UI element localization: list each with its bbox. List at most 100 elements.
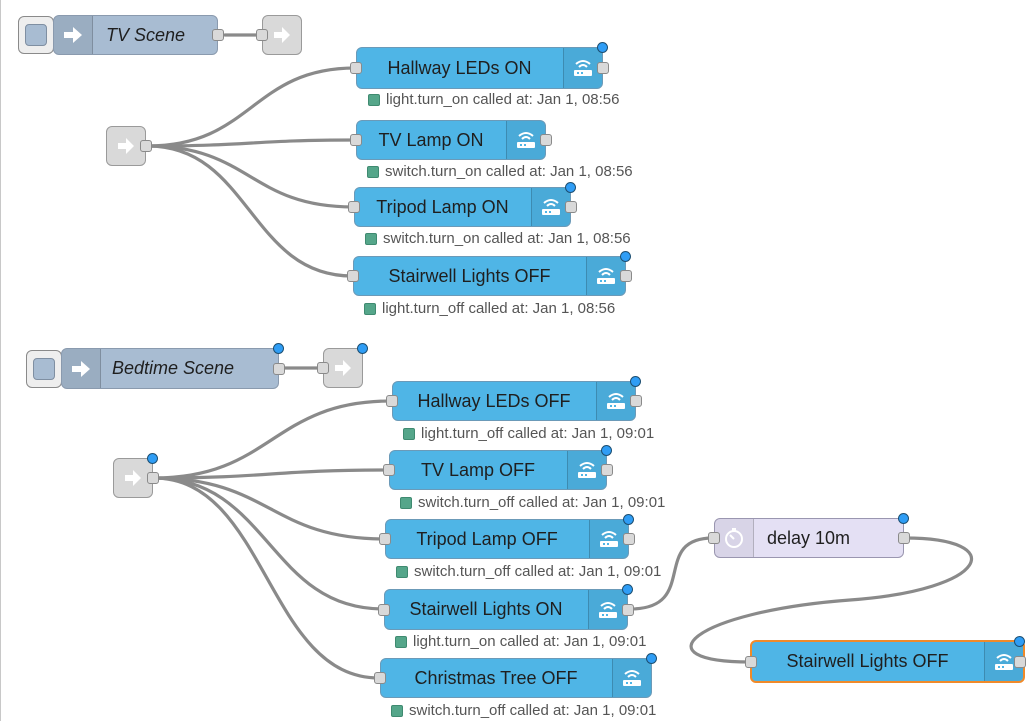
wire	[152, 476, 387, 541]
output-port[interactable]	[140, 140, 152, 152]
input-port[interactable]	[379, 533, 391, 545]
wire	[152, 476, 381, 680]
node-label: Tripod Lamp OFF	[416, 528, 558, 549]
input-port[interactable]	[348, 201, 360, 213]
ha-service-node[interactable]: Hallway LEDs ON	[350, 42, 609, 89]
output-port[interactable]	[623, 533, 635, 545]
status-text: switch.turn_off called at: Jan 1, 09:01	[409, 702, 657, 719]
status-dot	[601, 445, 612, 456]
node-label: Hallway LEDs OFF	[417, 390, 571, 411]
router-wifi-icon	[567, 451, 606, 489]
link-out-node[interactable]	[113, 453, 159, 498]
status-text: light.turn_off called at: Jan 1, 09:01	[421, 425, 655, 442]
ha-service-node[interactable]: Stairwell Lights OFF	[347, 251, 632, 296]
status-square	[365, 232, 377, 245]
input-port[interactable]	[745, 655, 757, 668]
timer-icon	[715, 519, 754, 557]
output-port[interactable]	[622, 603, 634, 616]
inject-button[interactable]	[26, 350, 62, 388]
inject-button-face[interactable]	[25, 24, 47, 46]
output-port[interactable]	[273, 362, 285, 375]
status-dot	[147, 453, 158, 464]
input-port[interactable]	[317, 362, 329, 374]
node-label: TV Lamp ON	[378, 129, 484, 150]
output-port[interactable]	[212, 29, 224, 41]
output-port[interactable]	[601, 464, 613, 476]
status-square	[364, 302, 376, 315]
delay-label: delay 10m	[767, 527, 851, 548]
bedtime-scene-node[interactable]: Bedtime Scene	[61, 343, 285, 389]
canvas-edge	[0, 0, 1, 721]
status-dot	[597, 42, 608, 53]
input-port[interactable]	[383, 464, 395, 476]
link-in-node[interactable]	[317, 343, 368, 388]
status-square	[368, 93, 380, 106]
link-out-arrow-icon	[114, 459, 152, 497]
router-wifi-icon	[612, 659, 651, 697]
ha-service-node-selected[interactable]: Stairwell Lights OFF	[745, 636, 1026, 683]
tv-scene-label: TV Scene	[106, 24, 186, 45]
tv-scene-node[interactable]: TV Scene	[53, 15, 224, 55]
ha-service-node[interactable]: TV Lamp ON	[350, 120, 552, 160]
link-out-arrow-icon	[62, 349, 101, 388]
output-port[interactable]	[620, 270, 632, 282]
node-label: Tripod Lamp ON	[376, 196, 509, 217]
status-square	[391, 704, 403, 717]
ha-service-node[interactable]: Stairwell Lights ON	[378, 584, 634, 630]
status-dot	[1014, 636, 1025, 647]
input-port[interactable]	[256, 29, 268, 41]
ha-service-node[interactable]: Christmas Tree OFF	[374, 653, 657, 698]
input-port[interactable]	[708, 532, 720, 544]
status-text: light.turn_on called at: Jan 1, 09:01	[413, 633, 647, 650]
status-dot	[623, 514, 634, 525]
input-port[interactable]	[350, 134, 362, 146]
node-status: switch.turn_off called at: Jan 1, 09:01	[400, 494, 665, 511]
input-port[interactable]	[347, 270, 359, 282]
status-dot	[273, 343, 284, 354]
status-text: switch.turn_on called at: Jan 1, 08:56	[383, 230, 631, 247]
output-port[interactable]	[540, 134, 552, 146]
delay-node[interactable]: delay 10m	[708, 513, 910, 558]
node-label: Stairwell Lights ON	[409, 599, 563, 619]
link-out-node[interactable]	[106, 126, 152, 166]
router-wifi-icon	[588, 590, 627, 629]
output-port[interactable]	[630, 395, 642, 407]
status-dot	[898, 513, 909, 524]
output-port[interactable]	[1014, 655, 1026, 668]
input-port[interactable]	[374, 672, 386, 684]
status-text: switch.turn_on called at: Jan 1, 08:56	[385, 163, 633, 180]
node-status: light.turn_on called at: Jan 1, 09:01	[395, 633, 647, 650]
status-text: switch.turn_off called at: Jan 1, 09:01	[414, 563, 662, 580]
input-port[interactable]	[378, 603, 390, 616]
bedtime-scene-label: Bedtime Scene	[112, 358, 235, 378]
node-status: switch.turn_on called at: Jan 1, 08:56	[365, 230, 631, 247]
status-dot	[357, 343, 368, 354]
status-square	[403, 427, 415, 440]
link-in-arrow-icon	[324, 349, 362, 387]
ha-service-node[interactable]: Hallway LEDs OFF	[386, 376, 642, 421]
node-label: TV Lamp OFF	[420, 459, 536, 480]
node-status: light.turn_off called at: Jan 1, 08:56	[364, 300, 615, 317]
output-port[interactable]	[565, 201, 577, 213]
output-port[interactable]	[147, 472, 159, 484]
ha-service-node[interactable]: TV Lamp OFF	[383, 445, 613, 490]
link-in-node[interactable]	[256, 15, 302, 55]
ha-service-node[interactable]: Tripod Lamp OFF	[379, 514, 635, 559]
wire	[146, 66, 357, 148]
node-status: light.turn_on called at: Jan 1, 08:56	[368, 91, 620, 108]
node-status: light.turn_off called at: Jan 1, 09:01	[403, 425, 654, 442]
status-square	[395, 635, 407, 648]
inject-button-face[interactable]	[33, 358, 55, 380]
input-port[interactable]	[386, 395, 398, 407]
input-port[interactable]	[350, 62, 362, 74]
status-dot	[630, 376, 641, 387]
output-port[interactable]	[898, 532, 910, 544]
link-out-arrow-icon	[54, 16, 93, 54]
inject-button[interactable]	[18, 16, 54, 54]
wire	[146, 144, 354, 278]
ha-service-node[interactable]: Tripod Lamp ON	[348, 182, 577, 227]
link-in-arrow-icon	[263, 16, 301, 54]
status-text: switch.turn_off called at: Jan 1, 09:01	[418, 494, 666, 511]
output-port[interactable]	[597, 62, 609, 74]
